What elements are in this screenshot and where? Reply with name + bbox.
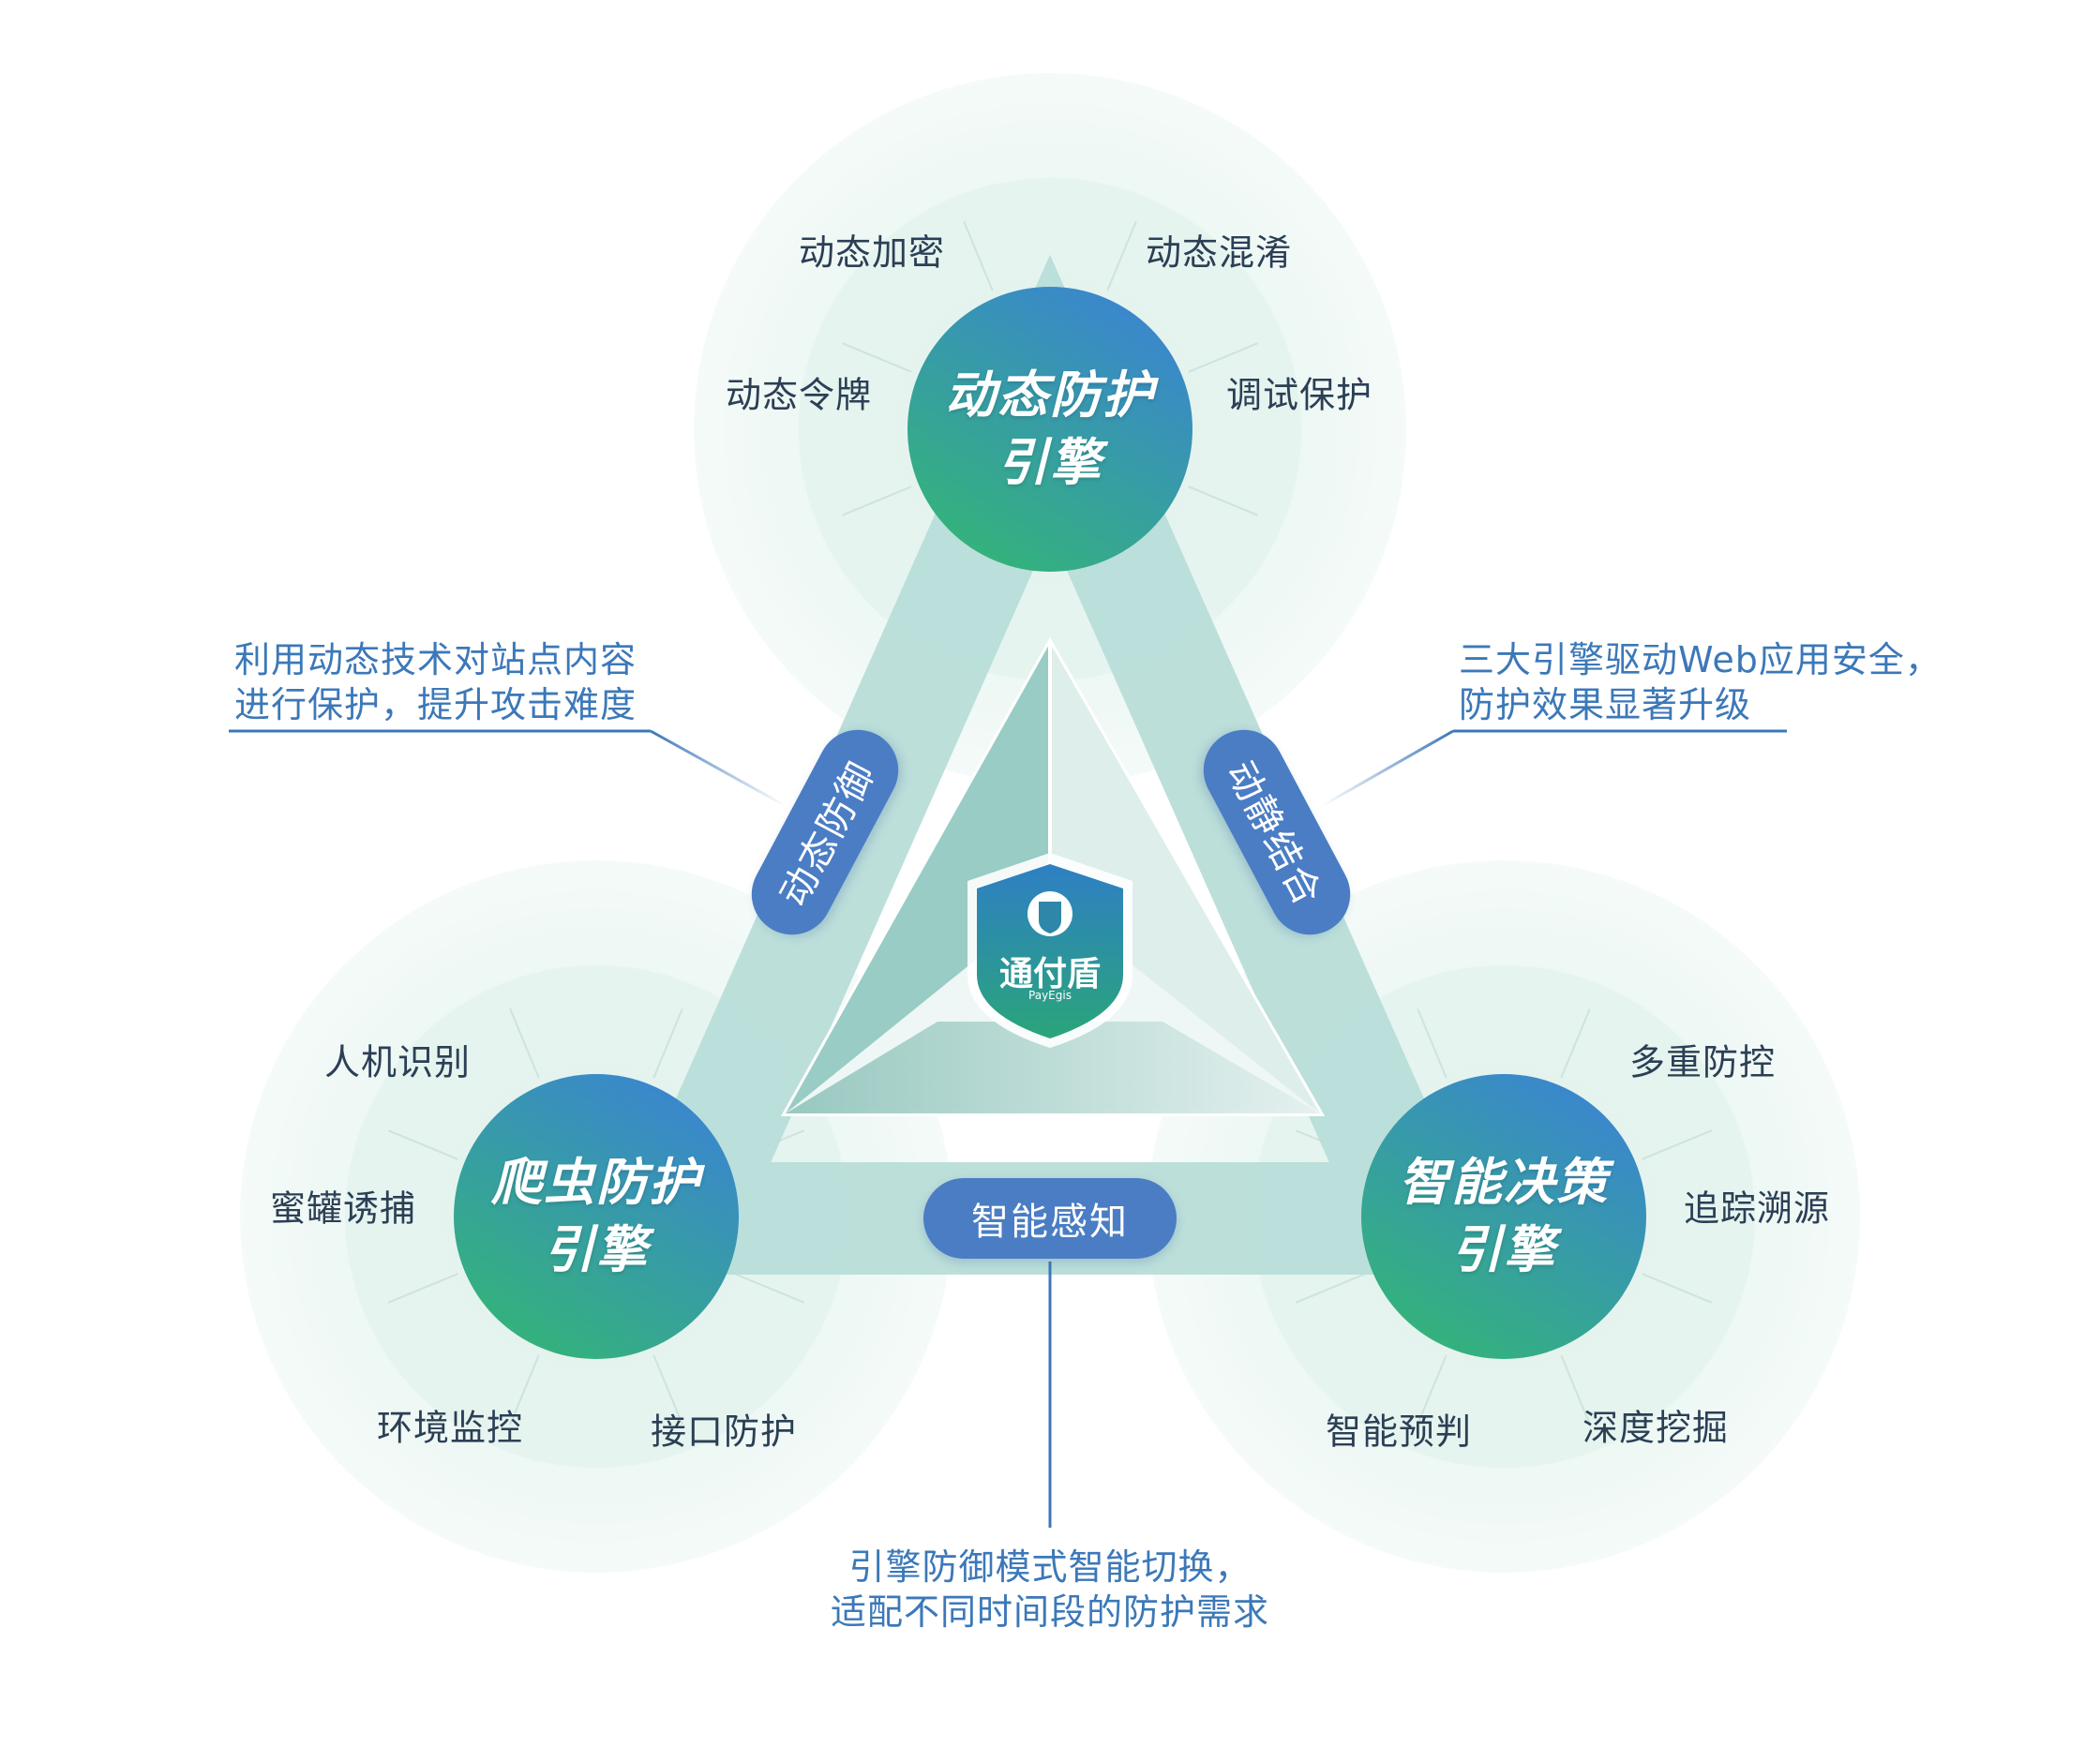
feature-dynamic-encryption: 动态加密	[798, 231, 946, 274]
engine-title-decision-line1: 智能决策	[1399, 1153, 1609, 1212]
engine-title-decision-line2: 引擎	[1451, 1220, 1556, 1279]
shield-logo	[968, 853, 1132, 1048]
feature-debug-protection: 调试保护	[1225, 374, 1373, 416]
spoke-line	[1188, 342, 1259, 373]
callout-right: 三大引擎驱动Web应用安全， 防护效果显著升级	[1459, 637, 1942, 727]
spoke-line	[963, 220, 994, 291]
callout-right-line2: 防护效果显著升级	[1459, 684, 1752, 725]
callout-bottom: 引擎防御模式智能切换， 适配不同时间段的防护需求	[831, 1545, 1269, 1635]
spoke-line	[509, 1354, 540, 1426]
engine-title-crawler-line1: 爬虫防护	[491, 1153, 701, 1212]
pyramid	[780, 636, 1326, 1116]
feature-dynamic-token: 动态令牌	[725, 374, 873, 416]
spoke-line	[387, 1273, 458, 1304]
engine-title-dynamic-line2: 引擎	[998, 433, 1102, 492]
engine-title-decision: 智能决策 引擎	[1399, 1149, 1609, 1284]
callout-bottom-line2: 适配不同时间段的防护需求	[830, 1591, 1270, 1633]
spoke-line	[1417, 1354, 1448, 1426]
feature-honeypot: 蜜罐诱捕	[269, 1187, 417, 1230]
feature-deep-mining: 深度挖掘	[1582, 1407, 1730, 1449]
pill-intelligent-perception: 智能感知	[923, 1178, 1177, 1259]
engine-circles	[454, 287, 1646, 1359]
callout-right-line1: 三大引擎驱动Web应用安全，	[1459, 639, 1942, 680]
logo-subtitle: PayEgis	[1028, 989, 1072, 1002]
logo-name: 通付盾	[998, 955, 1102, 993]
spoke-line	[1106, 220, 1137, 291]
feature-multi-layer-control: 多重防控	[1628, 1041, 1777, 1083]
feature-dynamic-obfuscation: 动态混淆	[1145, 231, 1293, 274]
engine-title-crawler: 爬虫防护 引擎	[491, 1149, 701, 1284]
feature-environment-monitoring: 环境监控	[376, 1407, 524, 1449]
spoke-line	[1560, 1354, 1591, 1426]
engine-title-dynamic: 动态防护 引擎	[945, 362, 1155, 497]
spoke-line	[652, 1008, 683, 1079]
spoke-line	[1560, 1008, 1591, 1079]
engine-title-crawler-line2: 引擎	[544, 1220, 649, 1279]
feature-interface-protection: 接口防护	[650, 1411, 798, 1453]
spoke-line	[734, 1273, 805, 1304]
spoke-line	[1642, 1129, 1713, 1160]
callout-bottom-line1: 引擎防御模式智能切换，	[848, 1546, 1252, 1588]
callout-left-line2: 进行保护，提升攻击难度	[234, 684, 638, 725]
spoke-line	[1188, 485, 1259, 516]
spoke-line	[841, 485, 912, 516]
feature-trace-source: 追踪溯源	[1683, 1187, 1831, 1230]
pill-intelligent-perception-label: 智能感知	[971, 1201, 1129, 1244]
spoke-line	[1642, 1273, 1713, 1304]
callout-left: 利用动态技术对站点内容 进行保护，提升攻击难度	[234, 637, 637, 727]
feature-human-machine-recognition: 人机识别	[323, 1041, 472, 1083]
spoke-line	[1295, 1273, 1366, 1304]
feature-intelligent-prediction: 智能预判	[1325, 1411, 1473, 1453]
spoke-line	[509, 1008, 540, 1079]
callout-left-line1: 利用动态技术对站点内容	[234, 639, 638, 680]
engine-title-dynamic-line1: 动态防护	[945, 366, 1155, 425]
spoke-line	[1417, 1008, 1448, 1079]
spoke-line	[652, 1354, 683, 1426]
spoke-line	[841, 342, 912, 373]
leader-lines	[229, 729, 1787, 1528]
spoke-line	[387, 1129, 458, 1160]
